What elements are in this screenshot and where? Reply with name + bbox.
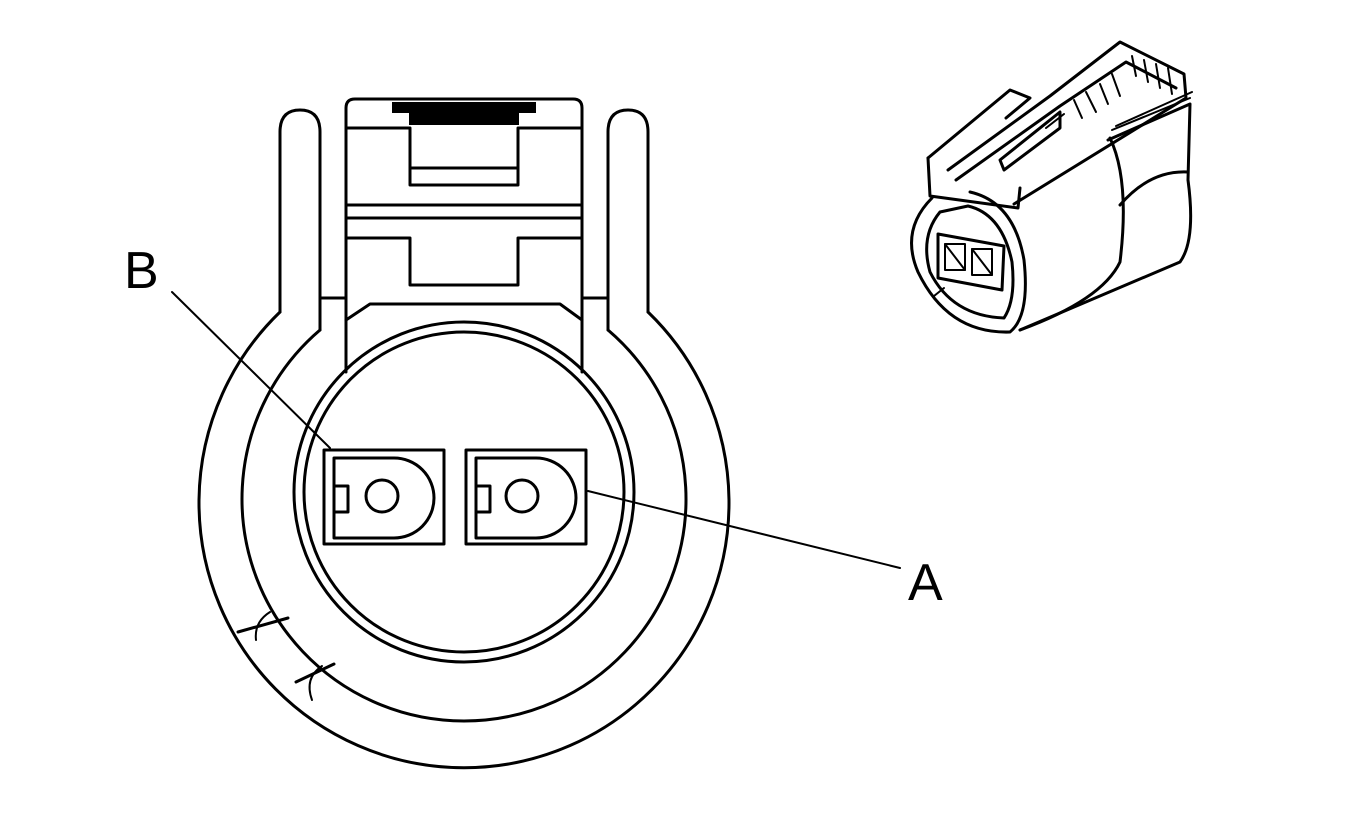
keying-notches (236, 611, 336, 701)
callout-a-label: A (908, 554, 943, 612)
terminal-cavity-b (322, 448, 446, 546)
housing-rings (197, 310, 731, 770)
lock-housing (344, 97, 584, 374)
terminal-cavity-a (464, 448, 588, 546)
leader-lines (171, 291, 901, 569)
connector-face-view: B A (124, 97, 943, 770)
latch-posts (278, 108, 650, 332)
connector-isometric-view (910, 40, 1193, 334)
callout-b-label: B (124, 242, 159, 300)
